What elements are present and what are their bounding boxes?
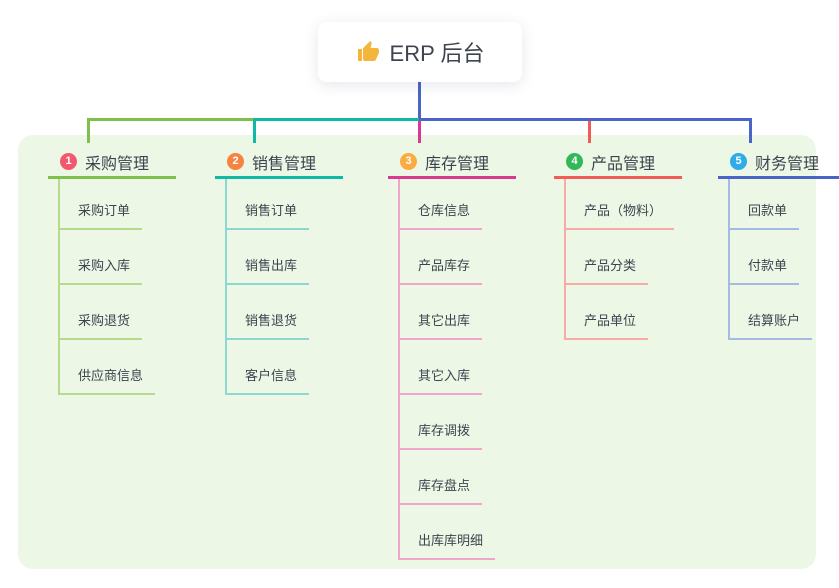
mindmap-node[interactable]: 销售订单 [227,179,343,230]
branch-badge-5: 5 [730,153,747,170]
branch-title-label: 财务管理 [755,155,820,173]
branch-title-label: 销售管理 [252,155,317,173]
connector-drop-4 [588,121,591,143]
mindmap-node[interactable]: 销售退货 [227,285,343,340]
branch-inventory: 3 库存管理 仓库信息 产品库存 其它出库 其它入库 库存调拨 库存盘点 出库库… [388,147,516,560]
branch-items: 采购订单 采购入库 采购退货 供应商信息 [58,179,176,395]
mindmap-node[interactable]: 其它入库 [400,340,516,395]
branch-badge-4: 4 [566,153,583,170]
connector-drop-3 [418,121,421,143]
branch-items: 回款单 付款单 结算账户 [728,179,839,340]
mindmap-node[interactable]: 回款单 [730,179,839,230]
branch-items: 销售订单 销售出库 销售退货 客户信息 [225,179,343,395]
mindmap-node[interactable]: 付款单 [730,230,839,285]
branch-title-label: 库存管理 [425,155,490,173]
mindmap-node[interactable]: 仓库信息 [400,179,516,230]
branch-badge-2: 2 [227,153,244,170]
branch-title-finance[interactable]: 5 财务管理 [718,147,839,179]
connector-bar-blue [419,118,752,121]
mindmap-node[interactable]: 客户信息 [227,340,343,395]
mindmap-node[interactable]: 库存盘点 [400,450,516,505]
branch-title-inventory[interactable]: 3 库存管理 [388,147,516,179]
branch-title-sales[interactable]: 2 销售管理 [215,147,343,179]
root-label: ERP 后台 [389,41,485,66]
branch-title-label: 采购管理 [85,155,150,173]
branch-items: 产品（物料） 产品分类 产品单位 [564,179,682,340]
connector-drop-2 [253,118,256,143]
connector-trunk [418,82,421,121]
root-node[interactable]: ERP 后台 [318,22,522,82]
branch-finance: 5 财务管理 回款单 付款单 结算账户 [718,147,839,340]
mindmap-node[interactable]: 产品（物料） [566,179,682,230]
mindmap-node[interactable]: 采购入库 [60,230,176,285]
mindmap-node[interactable]: 结算账户 [730,285,839,340]
mindmap-node[interactable]: 产品分类 [566,230,682,285]
connector-bar-teal [253,118,419,121]
branch-purchase: 1 采购管理 采购订单 采购入库 采购退货 供应商信息 [48,147,176,395]
mindmap-node[interactable]: 出库库明细 [400,505,516,560]
branch-title-purchase[interactable]: 1 采购管理 [48,147,176,179]
mindmap-node[interactable]: 销售出库 [227,230,343,285]
thumbs-up-icon [357,41,379,61]
mindmap-node[interactable]: 采购退货 [60,285,176,340]
branch-badge-1: 1 [60,153,77,170]
connector-drop-5 [749,118,752,143]
branch-items: 仓库信息 产品库存 其它出库 其它入库 库存调拨 库存盘点 出库库明细 [398,179,516,560]
mindmap-node[interactable]: 库存调拨 [400,395,516,450]
branch-title-label: 产品管理 [591,155,656,173]
branch-title-product[interactable]: 4 产品管理 [554,147,682,179]
branch-sales: 2 销售管理 销售订单 销售出库 销售退货 客户信息 [215,147,343,395]
mindmap-node[interactable]: 采购订单 [60,179,176,230]
branch-product: 4 产品管理 产品（物料） 产品分类 产品单位 [554,147,682,340]
mindmap-node[interactable]: 供应商信息 [60,340,176,395]
branches-panel: 1 采购管理 采购订单 采购入库 采购退货 供应商信息 2 销售管理 销售订单 … [18,135,839,569]
connector-drop-1 [87,118,90,143]
mindmap-node[interactable]: 其它出库 [400,285,516,340]
mindmap-node[interactable]: 产品单位 [566,285,682,340]
branch-badge-3: 3 [400,153,417,170]
connector-bar-green [87,118,253,121]
mindmap-node[interactable]: 产品库存 [400,230,516,285]
